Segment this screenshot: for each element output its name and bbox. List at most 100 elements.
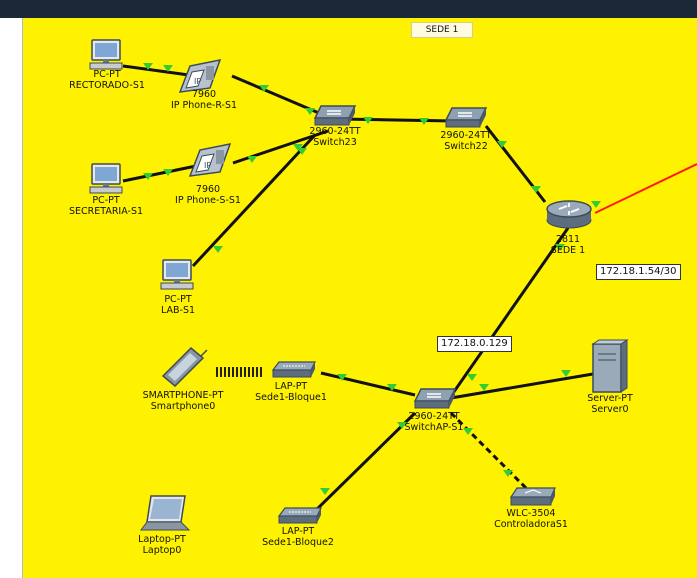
device-name: IP Phone-R-S1 [170, 100, 238, 111]
switch-icon[interactable] [444, 107, 488, 128]
device-model: 2960-24TT [408, 411, 460, 422]
device-name: SECRETARIA-S1 [68, 206, 144, 217]
svg-text:IP: IP [194, 77, 201, 86]
access-point-icon[interactable] [277, 507, 322, 524]
link-up-arrow [467, 374, 477, 381]
device-label: 2960-24TT Switch23 [309, 126, 360, 148]
device-model: 7960 [195, 184, 221, 195]
link-up-arrow [503, 470, 513, 477]
device-model: 2960-24TT [309, 126, 361, 137]
device-name: Switch23 [313, 137, 357, 148]
links [122, 64, 697, 515]
device-model: 7960 [191, 89, 217, 100]
device-model: PC-PT [92, 195, 120, 206]
link-up-arrow [591, 201, 601, 208]
device-name: Laptop0 [142, 545, 182, 556]
ip-phone-icon[interactable]: IP [178, 59, 222, 93]
device-model: LAP-PT [274, 381, 308, 392]
desktop-pc-icon[interactable] [160, 259, 194, 290]
link-up-arrow [305, 108, 315, 115]
device-name: SEDE 1 [550, 245, 586, 256]
device-label: 7960 IP Phone-S-S1 [175, 184, 241, 206]
access-point-icon[interactable] [271, 361, 316, 378]
link-up-arrow [163, 65, 173, 72]
device-label: WLC-3504 ControladoraS1 [494, 508, 568, 530]
link-pc-rectorado-phone-r[interactable] [122, 64, 197, 78]
smartphone-icon[interactable] [161, 346, 208, 388]
device-label: PC-PT RECTORADO-S1 [69, 69, 145, 91]
link-up-arrow [561, 370, 571, 377]
switch-icon[interactable] [413, 388, 457, 409]
area-title: SEDE 1 [411, 22, 473, 38]
device-label: Laptop-PT Laptop0 [138, 534, 186, 556]
left-strip [0, 18, 23, 578]
laptop-icon[interactable] [140, 495, 191, 531]
link-up-arrow [143, 173, 153, 180]
device-label: SMARTPHONE-PT Smartphone0 [143, 390, 224, 412]
device-model: 2960-24TT [440, 130, 492, 141]
device-name: Server0 [591, 404, 629, 415]
link-up-arrow [143, 63, 153, 70]
device-model: 2811 [555, 234, 581, 245]
link-ap1-switch-ap[interactable] [320, 371, 416, 397]
device-name: IP Phone-S-S1 [175, 195, 241, 206]
device-name: Sede1-Bloque2 [262, 537, 334, 548]
device-name: LAB-S1 [160, 305, 196, 316]
link-up-arrow [397, 422, 407, 429]
link-router-switch-ap[interactable] [449, 227, 570, 397]
link-up-arrow [163, 169, 173, 176]
device-model: LAP-PT [281, 526, 315, 537]
link-switch-ap-wlc[interactable] [449, 411, 528, 490]
link-router-wan[interactable] [594, 163, 697, 214]
device-label: Server-PT Server0 [587, 393, 633, 415]
router-icon[interactable] [546, 200, 592, 229]
device-label: LAP-PT Sede1-Bloque1 [255, 381, 327, 403]
device-label: LAP-PT Sede1-Bloque2 [262, 526, 334, 548]
device-label: 7960 IP Phone-R-S1 [171, 89, 237, 111]
link-up-arrow [479, 384, 489, 391]
device-label: 2811 SEDE 1 [551, 234, 585, 256]
link-up-arrow [247, 156, 257, 163]
link-up-arrow [463, 428, 473, 435]
link-up-arrow [259, 85, 269, 92]
link-status-markers [143, 63, 601, 495]
link-server-switch-ap[interactable] [450, 372, 594, 400]
ip-note-router-wan[interactable]: 172.18.1.54/30 [596, 264, 681, 280]
device-name: Smartphone0 [150, 401, 216, 412]
device-label: PC-PT LAB-S1 [161, 294, 195, 316]
server-icon[interactable] [591, 339, 629, 393]
device-name: SwitchAP-S1 [404, 422, 464, 433]
link-phone-r-switch23[interactable] [231, 74, 334, 121]
link-up-arrow [387, 384, 397, 391]
link-up-arrow [293, 144, 303, 151]
device-label: 2960-24TT Switch22 [440, 130, 491, 152]
link-up-arrow [320, 488, 330, 495]
device-name: Switch22 [444, 141, 488, 152]
desktop-pc-icon[interactable] [89, 163, 123, 194]
desktop-pc-icon[interactable] [89, 39, 123, 70]
link-up-arrow [419, 118, 429, 125]
switch-icon[interactable] [313, 105, 357, 126]
device-model: Laptop-PT [138, 534, 186, 545]
link-switch23-pc-lab[interactable] [191, 133, 317, 268]
topology-svg: IP IP [89, 39, 697, 531]
link-up-arrow [531, 186, 541, 193]
device-name: ControladoraS1 [494, 519, 568, 530]
device-model: WLC-3504 [506, 508, 556, 519]
wireless-controller-icon[interactable] [509, 487, 556, 506]
link-switch23-switch22[interactable] [340, 117, 456, 123]
link-up-arrow [337, 374, 347, 381]
link-up-arrow [297, 148, 307, 155]
ip-phone-icon[interactable]: IP [188, 143, 232, 177]
device-label: 2960-24TT SwitchAP-S1 [405, 411, 464, 433]
link-up-arrow [213, 246, 223, 253]
device-name: RECTORADO-S1 [69, 80, 145, 91]
link-up-arrow [555, 244, 565, 251]
device-name: Sede1-Bloque1 [255, 392, 327, 403]
link-switch-ap-ap2[interactable] [311, 411, 417, 515]
top-bar [0, 0, 697, 18]
topology-canvas[interactable]: IP IP [23, 18, 697, 578]
device-model: SMARTPHONE-PT [142, 390, 224, 401]
ip-note-switch-ap[interactable]: 172.18.0.129 [437, 336, 512, 352]
link-pc-secretaria-phone-s[interactable] [122, 164, 197, 183]
